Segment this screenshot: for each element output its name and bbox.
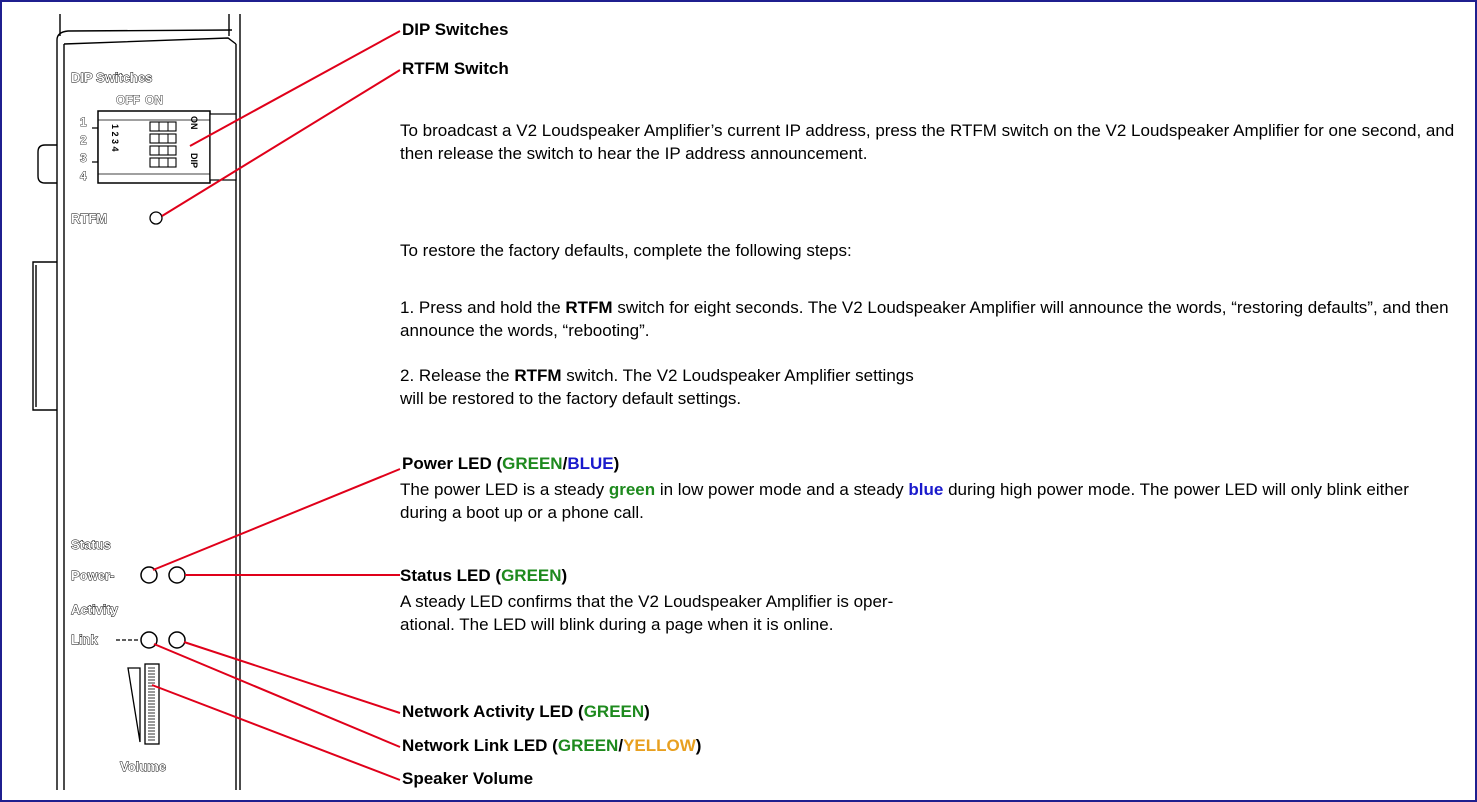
link-led-slash: /	[618, 736, 624, 755]
on-label: ON	[145, 93, 163, 107]
restore-step-2: 2. Release the RTFM switch. The V2 Louds…	[400, 364, 1460, 410]
switch-number-1: 1	[80, 115, 87, 129]
device-panel-drawing: DIP Switches OFF ON 1 2 3 4 1 2 3 4 ON D…	[32, 14, 241, 790]
network-activity-led-title: Network Activity LED (GREEN)	[402, 702, 650, 722]
status-desc-line-1: A steady LED confirms that the V2 Loudsp…	[400, 592, 894, 611]
status-led-title: Status LED (GREEN)	[400, 566, 567, 586]
restore-step-1: 1. Press and hold the RTFM switch for ei…	[400, 296, 1460, 342]
activity-led-green: GREEN	[583, 702, 645, 721]
switch-body-dip: DIP	[189, 153, 199, 168]
leader-dip-switches	[189, 30, 401, 147]
dip-switch-block[interactable]: 1 2 3 4 ON DIP	[97, 110, 237, 184]
leader-speaker-volume	[151, 684, 401, 781]
leader-network-activity-led	[183, 641, 401, 714]
step2-prefix: 2. Release the	[400, 366, 515, 385]
status-led-close: )	[561, 566, 568, 585]
network-link-led-title: Network Link LED (GREEN/YELLOW)	[402, 736, 701, 756]
link-led-close: )	[695, 736, 702, 755]
link-panel-label: Link	[71, 632, 98, 647]
power-desc-part-2: in low power mode and a steady	[655, 480, 909, 499]
power-desc-part-1: The power LED is a steady	[400, 480, 609, 499]
dip-switch-3[interactable]	[149, 145, 177, 156]
rtfm-switch-title: RTFM Switch	[402, 59, 509, 78]
activity-led-close: )	[644, 702, 650, 721]
power-desc-blue: blue	[908, 480, 944, 499]
leader-power-led	[152, 468, 401, 571]
restore-intro-paragraph: To restore the factory defaults, complet…	[400, 241, 852, 260]
link-led-yellow: YELLOW	[623, 736, 696, 755]
dip-switch-4[interactable]	[149, 157, 177, 168]
power-led-slash: /	[562, 454, 568, 473]
step2-line1-suffix: switch. The V2 Loudspeaker Amplifier set…	[561, 366, 914, 385]
power-led-green: GREEN	[502, 454, 563, 473]
step1-rtfm-bold: RTFM	[565, 298, 613, 317]
power-led-blue: BLUE	[567, 454, 614, 473]
switch-number-2: 2	[80, 133, 87, 147]
leader-rtfm-switch	[161, 69, 401, 217]
power-desc-part-3: during high power mode. The power LED wi…	[400, 480, 1409, 522]
volume-wheel[interactable]	[144, 663, 160, 745]
step1-suffix: switch for eight seconds. The V2 Loudspe…	[400, 298, 1449, 340]
rtfm-broadcast-paragraph: To broadcast a V2 Loudspeaker Amplifier’…	[400, 121, 1455, 163]
step1-prefix: 1. Press and hold the	[400, 298, 566, 317]
dip-panel-label: DIP Switches	[71, 70, 152, 85]
switch-body-numbers: 1 2 3 4	[110, 124, 120, 152]
rtfm-panel-label: RTFM	[71, 211, 107, 226]
activity-led-title-text: Network Activity LED (	[402, 702, 584, 721]
step2-line2: will be restored to the factory default …	[400, 389, 742, 408]
enclosure-outline	[32, 14, 241, 790]
activity-panel-label: Activity	[71, 602, 119, 617]
power-desc-green: green	[608, 480, 656, 499]
rtfm-button[interactable]	[149, 211, 163, 225]
dip-switch-1[interactable]	[149, 121, 177, 132]
status-panel-label: Status	[71, 537, 111, 552]
dip-switches-title: DIP Switches	[402, 20, 509, 39]
switch-number-4: 4	[80, 169, 87, 183]
status-led-green: GREEN	[501, 566, 562, 585]
volume-wedge-icon	[127, 667, 141, 743]
power-panel-label: Power-	[71, 568, 114, 583]
power-led-close: )	[613, 454, 620, 473]
dip-switch-2[interactable]	[149, 133, 177, 144]
off-label: OFF	[116, 93, 140, 107]
switch-number-3: 3	[80, 151, 87, 165]
switch-body-on: ON	[189, 116, 199, 130]
volume-panel-label: Volume	[120, 759, 166, 774]
power-led-description: The power LED is a steady green in low p…	[400, 478, 1460, 524]
status-led-description: A steady LED confirms that the V2 Loudsp…	[400, 590, 1460, 636]
power-led-title: Power LED (GREEN/BLUE)	[402, 454, 619, 474]
link-led-title-text: Network Link LED (	[402, 736, 558, 755]
link-led-green: GREEN	[557, 736, 619, 755]
leader-network-link-led	[153, 643, 401, 748]
step2-rtfm-bold: RTFM	[514, 366, 562, 385]
power-led-title-text: Power LED (	[402, 454, 503, 473]
status-desc-line-2: ational. The LED will blink during a pag…	[400, 615, 834, 634]
power-led	[140, 566, 158, 584]
network-activity-led	[168, 631, 186, 649]
status-led-title-text: Status LED (	[400, 566, 502, 585]
speaker-volume-title: Speaker Volume	[402, 769, 534, 788]
network-link-led	[140, 631, 158, 649]
